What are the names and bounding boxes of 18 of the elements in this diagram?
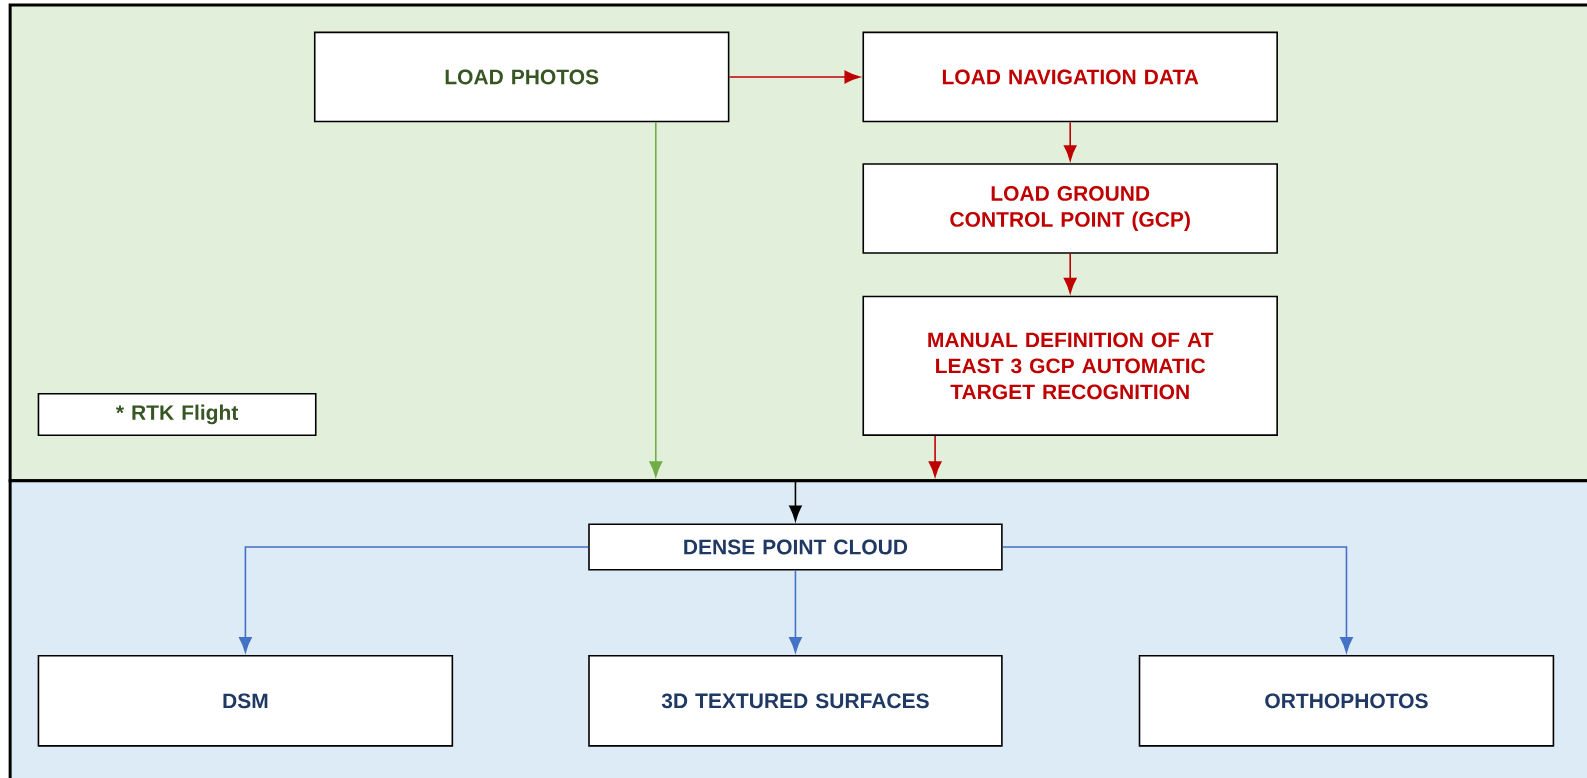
arrow [789,569,802,653]
process-box: MANUAL DEFINITION OF AT LEAST 3 GCP AUTOMATIC TARGET RECOGNITION [862,295,1278,436]
arrow [1001,546,1353,653]
process-box: LOAD GROUND CONTROL POINT (GCP) [862,163,1278,254]
process-box: 3D TEXTURED SURFACES [588,655,1003,747]
note-box: * RTK Flight [37,392,317,436]
arrow [928,435,942,477]
arrow [728,70,861,84]
process-box: DSM [37,655,454,747]
process-box: LOAD PHOTOS [313,31,730,123]
arrow [789,480,802,522]
process-box: ORTHOPHOTOS [1138,655,1555,747]
arrow [239,546,589,653]
process-box: LOAD NAVIGATION DATA [862,31,1278,123]
arrow [1063,253,1077,294]
arrow [649,121,663,477]
process-box: DENSE POINT CLOUD [588,523,1003,571]
arrow [1063,121,1077,161]
